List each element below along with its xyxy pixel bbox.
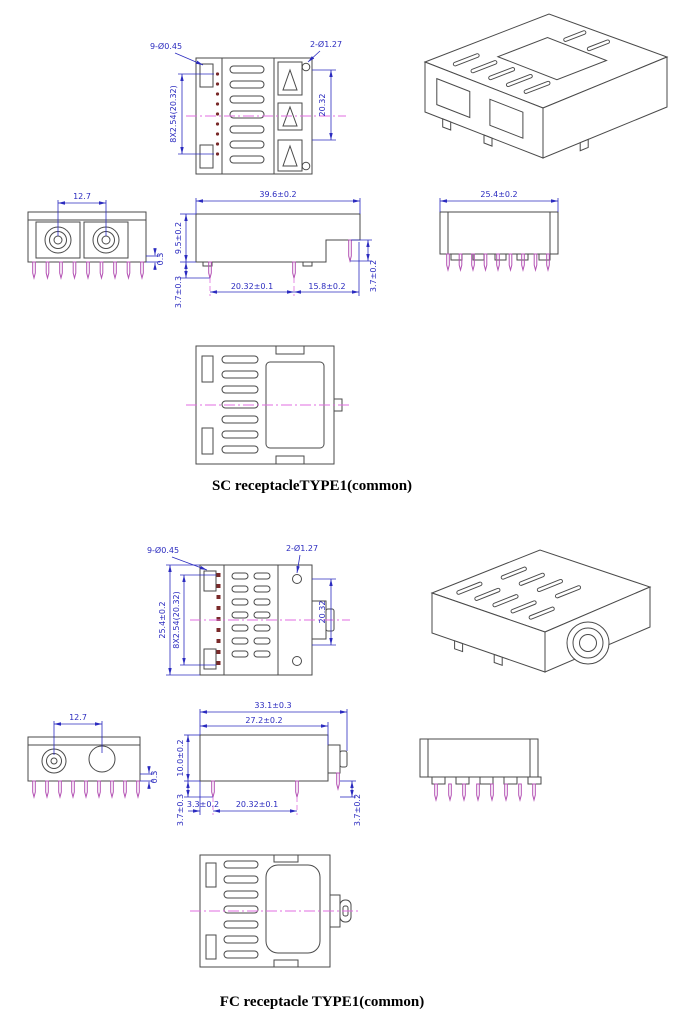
fc-top-view-dims: 9-Ø0.45 2-Ø1.27 25.4±0.2 8X2.54(20.32) 2… — [147, 543, 336, 676]
sc-side-view-dims: 39.6±0.2 9.5±0.2 3.7±0.3 20.32±0.1 15.8±… — [174, 190, 378, 308]
sc-mount-hole-top — [301, 62, 311, 72]
fc-dim-lead-holes: 9-Ø0.45 — [147, 545, 179, 555]
sc-top-view-dims: 9-Ø0.45 2-Ø1.27 8X2.54(20.32) 20.32 — [150, 39, 342, 155]
sc-pin-holes — [215, 72, 220, 156]
fc-mount-hole-bottom — [292, 656, 302, 666]
fc-side-pins — [211, 772, 340, 798]
sc-bottom-view — [186, 345, 352, 465]
sc-mount-hole-bottom — [301, 161, 311, 171]
sc-dim-body-height: 9.5±0.2 — [174, 222, 183, 254]
sc-dim-pin-length-right: 3.7±0.2 — [369, 260, 378, 292]
sc-dim-overall-width: 25.4±0.2 — [480, 190, 517, 199]
fc-side-view-dims: 33.1±0.3 27.2±0.2 10.0±0.2 3.7±0.3 3.3±0… — [176, 701, 362, 826]
fc-dim-lead-mount: 2-Ø1.27 — [286, 543, 318, 553]
fc-top-view — [190, 564, 350, 676]
fc-dim-standoff: 0.3 — [150, 771, 159, 784]
sc-dim-lead-holes: 9-Ø0.45 — [150, 41, 182, 51]
fc-bottom-vents — [223, 860, 259, 959]
fc-caption: FC receptacle TYPE1(common) — [220, 994, 424, 1010]
sc-dim-center-spacing: 12.7 — [73, 192, 91, 201]
sc-dim-pin-span: 20.32±0.1 — [231, 282, 273, 291]
fc-dim-overall-length: 33.1±0.3 — [254, 701, 291, 710]
sc-receptacle-drawing: 9-Ø0.45 2-Ø1.27 8X2.54(20.32) 20.32 — [27, 13, 669, 494]
sc-side-view — [195, 213, 361, 279]
fc-dim-body-length: 27.2±0.2 — [245, 716, 282, 725]
sc-dim-rear-length: 15.8±0.2 — [308, 282, 345, 291]
sc-end-view-dims: 25.4±0.2 — [439, 190, 559, 212]
fc-dim-overall-width: 25.4±0.2 — [158, 601, 167, 638]
fc-end-view — [419, 738, 542, 801]
sc-dim-pitch: 8X2.54(20.32) — [169, 85, 178, 143]
sc-bottom-vents — [221, 355, 259, 454]
fc-dim-mount-span: 20.32 — [318, 601, 327, 624]
fc-isometric-view — [430, 549, 652, 673]
sc-front-view-dims: 12.7 0.3 — [57, 192, 165, 270]
sc-front-view — [27, 211, 147, 279]
fc-pin-pads — [216, 573, 221, 665]
fc-iso-vents — [456, 566, 582, 620]
sc-front-pins — [32, 261, 144, 279]
fc-end-pins — [434, 783, 536, 801]
fc-bottom-view — [190, 854, 358, 968]
sc-dim-pin-length-left: 3.7±0.3 — [174, 276, 183, 308]
fc-dim-pin-length-left: 3.7±0.3 — [176, 794, 185, 826]
sc-iso-port-1 — [436, 77, 471, 119]
sc-vent-slots — [229, 65, 265, 164]
sc-dim-standoff: 0.3 — [156, 253, 165, 266]
fc-dim-pin-length-right: 3.7±0.2 — [353, 794, 362, 826]
fc-side-view — [199, 734, 348, 798]
fc-front-view-dims: 12.7 0.3 — [53, 713, 159, 789]
fc-dim-pitch: 8X2.54(20.32) — [172, 591, 181, 649]
sc-iso-port-2 — [489, 98, 524, 139]
sc-dim-overall-length: 39.6±0.2 — [259, 190, 296, 199]
sc-dim-lead-mount: 2-Ø1.27 — [310, 39, 342, 49]
fc-side-barrel — [327, 744, 341, 774]
sc-top-view — [186, 57, 346, 175]
sc-iso-latch-door — [496, 36, 608, 81]
sc-end-view — [439, 211, 559, 271]
fc-bottom-door — [265, 864, 321, 954]
sc-caption: SC receptacleTYPE1(common) — [212, 478, 412, 494]
sc-isometric-view — [423, 13, 669, 159]
fc-dim-first-pin-offset: 3.3±0.2 — [187, 800, 219, 809]
fc-front-pins — [32, 780, 140, 798]
fc-receptacle-drawing: 9-Ø0.45 2-Ø1.27 25.4±0.2 8X2.54(20.32) 2… — [27, 543, 652, 1010]
fc-dim-body-height: 10.0±0.2 — [176, 739, 185, 776]
fc-vent-slots — [231, 572, 271, 658]
fc-mount-hole-top — [292, 574, 302, 584]
sc-dim-mount-span: 20.32 — [318, 94, 327, 117]
fc-dim-center-spacing: 12.7 — [69, 713, 87, 722]
fc-front-view — [27, 736, 141, 798]
sc-side-pins — [208, 239, 352, 279]
fc-dim-pin-span: 20.32±0.1 — [236, 800, 278, 809]
sc-iso-vents — [452, 30, 610, 94]
